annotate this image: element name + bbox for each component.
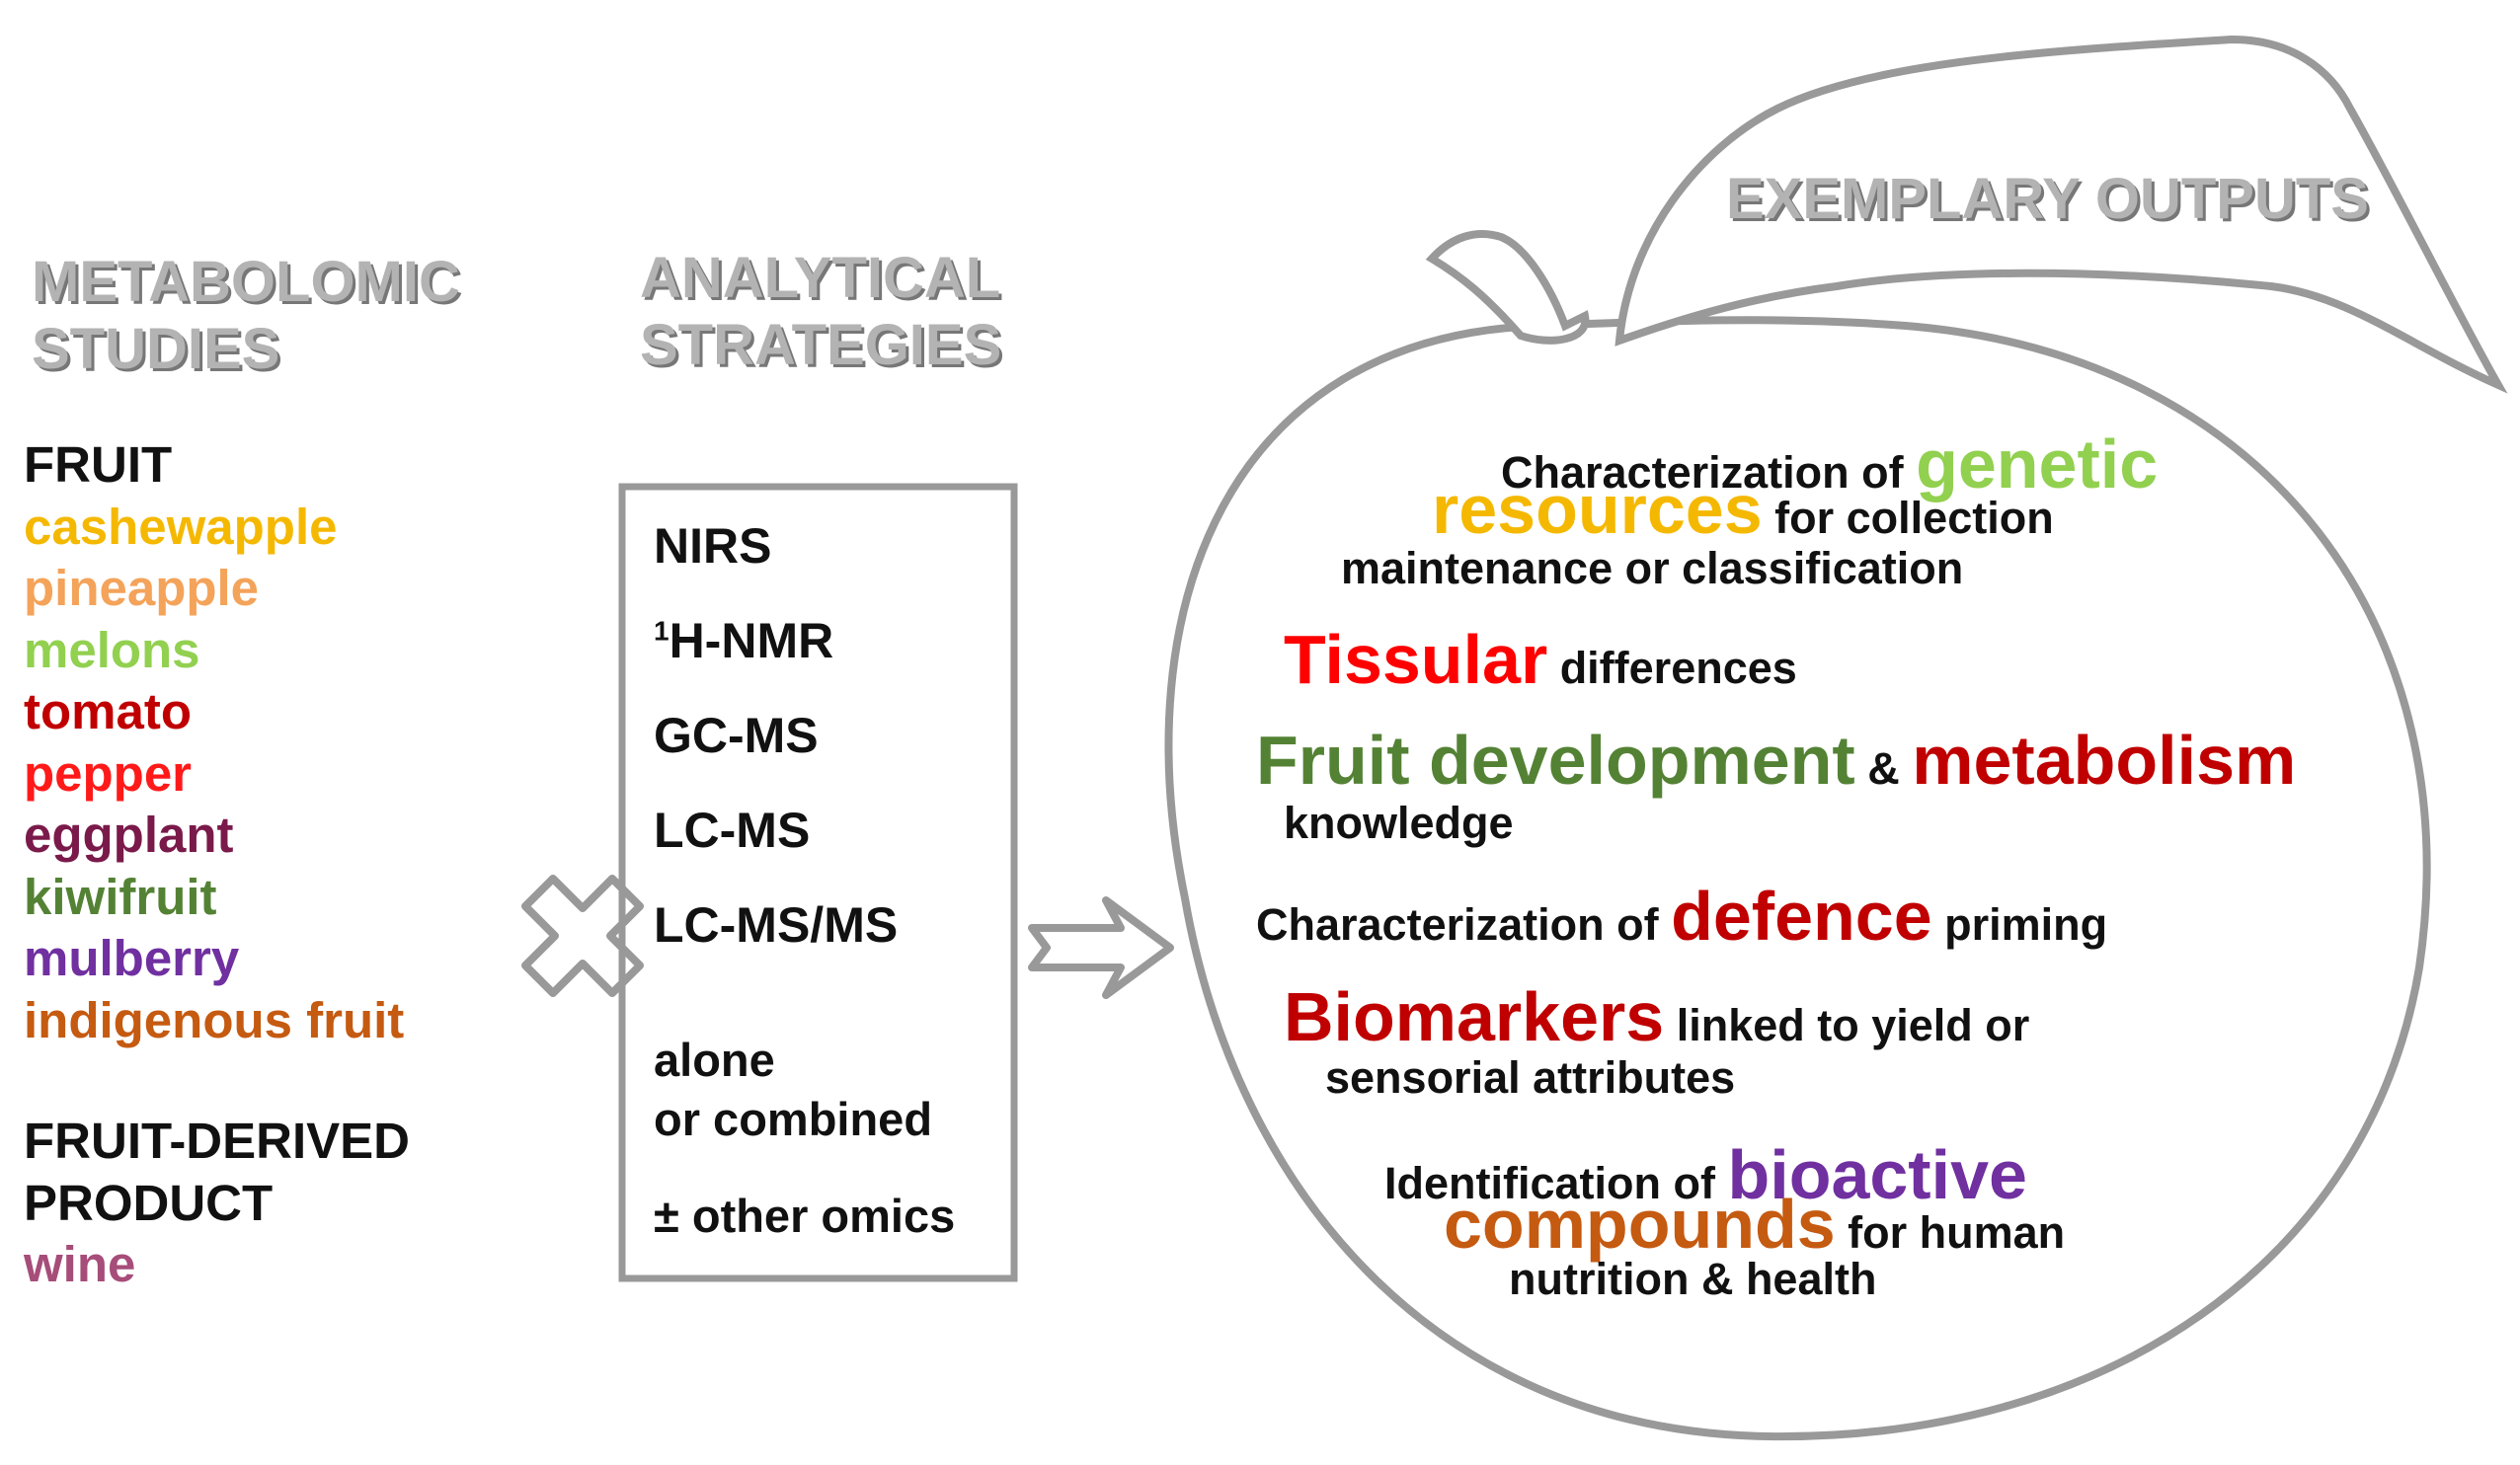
output-bioactive: Identification of bioactive xyxy=(1384,1135,2027,1214)
output-development: Fruit development & metabolism xyxy=(1256,721,2296,800)
strategies-list: NIRS 1H-NMR GC-MS LC-MS LC-MS/MS alone o… xyxy=(654,513,999,1264)
fruit-item: tomato xyxy=(24,683,192,739)
leaf-outline xyxy=(1614,35,2508,394)
strategy-nmr: 1H-NMR xyxy=(654,612,833,669)
strategy-combo-1: alone xyxy=(654,1034,775,1086)
heading-analytical-line2: STRATEGIES xyxy=(640,313,1002,377)
heading-outputs: EXEMPLARY OUTPUTS xyxy=(1726,167,2369,231)
defence-pre: Characterization of xyxy=(1256,899,1672,950)
output-compounds: compounds for human xyxy=(1444,1185,2065,1264)
derived-header-2: PRODUCT xyxy=(24,1174,274,1231)
development-amp: & xyxy=(1854,743,1913,794)
fruit-item: cashewapple xyxy=(24,498,338,555)
output-bioactive-line3: nutrition & health xyxy=(1509,1254,1877,1304)
heading-analytical-line1: ANALYTICAL xyxy=(640,246,1001,310)
biomarkers-post: linked to yield or xyxy=(1664,1000,2030,1050)
bioactive-word: bioactive xyxy=(1727,1136,2027,1213)
list-gap xyxy=(24,1051,410,1111)
resources-word: resources xyxy=(1432,471,1763,548)
nmr-label: H-NMR xyxy=(669,613,834,668)
defence-post: priming xyxy=(1931,899,2108,950)
nmr-superscript: 1 xyxy=(654,615,669,647)
metabolism-word: metabolism xyxy=(1912,722,2297,799)
strategy-lcms: LC-MS xyxy=(654,803,811,858)
bioactive-pre: Identification of xyxy=(1384,1158,1728,1208)
fruit-item: pepper xyxy=(24,744,193,802)
derived-header-1: FRUIT-DERIVED xyxy=(24,1113,411,1169)
output-biomarkers-line2: sensorial attributes xyxy=(1325,1052,1736,1103)
fruit-item: eggplant xyxy=(24,807,234,863)
heading-analytical: ANALYTICAL STRATEGIES xyxy=(640,245,1001,379)
defence-word: defence xyxy=(1671,878,1932,955)
fruit-item: pineapple xyxy=(24,560,260,616)
strategy-gcms: GC-MS xyxy=(654,708,819,763)
strategies-box xyxy=(618,483,1018,1282)
multiply-icon xyxy=(521,875,644,997)
genetic-pre: Characterization of xyxy=(1501,447,1917,498)
output-development-line2: knowledge xyxy=(1284,798,1514,848)
strategy-other: ± other omics xyxy=(654,1190,956,1242)
resources-post: for collection xyxy=(1762,493,2054,543)
heading-metabolomic-line2: STUDIES xyxy=(32,317,280,381)
output-defence: Characterization of defence priming xyxy=(1256,877,2107,956)
compounds-word: compounds xyxy=(1444,1186,1836,1263)
stem-outline xyxy=(1425,230,1590,345)
genetic-word: genetic xyxy=(1916,425,2159,502)
strategy-nirs: NIRS xyxy=(654,518,772,574)
strategy-lcmsms: LC-MS/MS xyxy=(654,897,899,953)
fruit-item: kiwifruit xyxy=(24,868,217,925)
output-tissular: Tissular differences xyxy=(1284,620,1797,699)
tissular-word: Tissular xyxy=(1284,621,1548,698)
output-genetic-line3: maintenance or classification xyxy=(1341,543,1964,593)
arrow-right-icon xyxy=(1028,896,1174,999)
fruit-item: indigenous fruit xyxy=(24,991,405,1048)
heading-metabolomic: METABOLOMIC STUDIES xyxy=(32,249,460,383)
heading-metabolomic-line1: METABOLOMIC xyxy=(32,250,460,314)
development-word: Fruit development xyxy=(1256,722,1855,799)
fruit-outline xyxy=(1164,316,2431,1441)
strategy-combo-2: or combined xyxy=(654,1093,933,1145)
fruit-item: mulberry xyxy=(24,930,240,986)
output-resources: resources for collection xyxy=(1432,470,2054,549)
tissular-post: differences xyxy=(1547,643,1797,693)
output-biomarkers: Biomarkers linked to yield or xyxy=(1284,977,2029,1056)
compounds-post: for human xyxy=(1835,1207,2066,1258)
fruit-item: melons xyxy=(24,621,200,678)
fruit-header: FRUIT xyxy=(24,436,173,493)
biomarkers-word: Biomarkers xyxy=(1284,978,1665,1055)
derived-item: wine xyxy=(24,1236,136,1292)
output-genetic: Characterization of genetic xyxy=(1501,424,2158,503)
